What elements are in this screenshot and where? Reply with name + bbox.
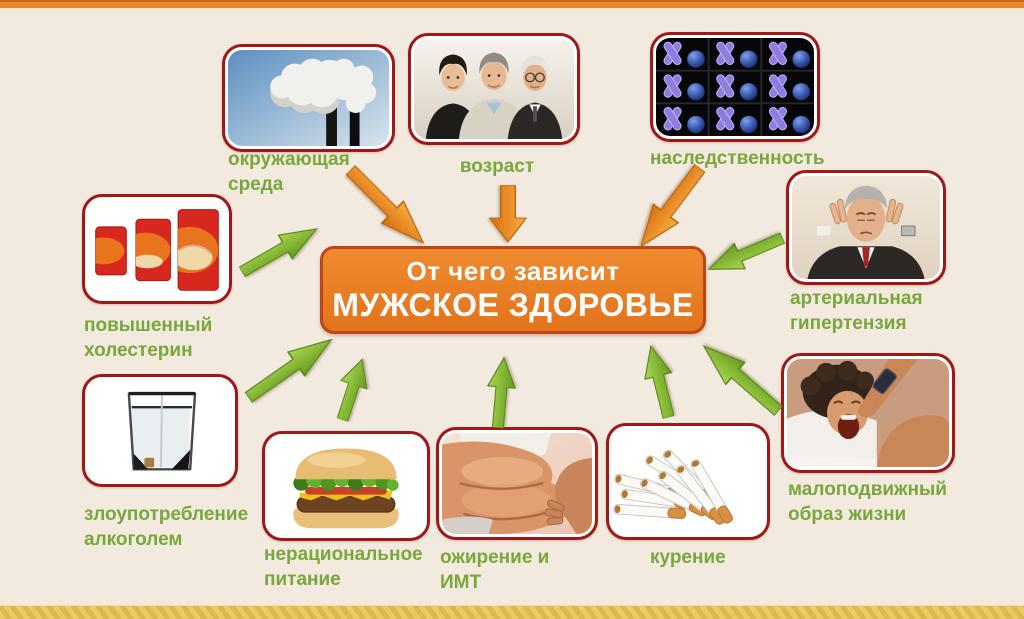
title-line-2: МУЖСКОЕ ЗДОРОВЬЕ bbox=[332, 287, 694, 323]
factor-card-obesity bbox=[436, 427, 598, 540]
hamburger-image bbox=[268, 437, 424, 535]
arrow-obesity bbox=[486, 356, 516, 429]
top-decorative-strip bbox=[0, 0, 1024, 8]
arrow-sedentary bbox=[702, 345, 784, 417]
title-line-1: От чего зависит bbox=[406, 256, 620, 286]
glass-of-alcohol-image bbox=[88, 380, 232, 481]
factor-label-obesity: ожирение и ИМТ bbox=[440, 547, 550, 593]
factor-label-sedentary: малоподвижный образ жизни bbox=[788, 479, 947, 525]
factor-label-age: возраст bbox=[459, 156, 535, 177]
man-holding-temples-image bbox=[792, 176, 940, 279]
arrow-cholesterol bbox=[238, 228, 318, 278]
arrow-heredity bbox=[640, 163, 706, 248]
factor-card-heredity bbox=[650, 32, 820, 142]
factor-label-alcohol: злоупотребление алкоголем bbox=[84, 504, 249, 550]
factor-card-environment bbox=[222, 44, 395, 152]
factor-card-nutrition bbox=[262, 431, 430, 541]
factor-card-age bbox=[408, 33, 580, 145]
arrow-hypertension bbox=[707, 232, 786, 270]
factor-label-hypertension: артериальная гипертензия bbox=[790, 288, 923, 334]
factor-card-cholesterol bbox=[82, 194, 232, 304]
smokestacks-image bbox=[228, 50, 389, 146]
factor-label-nutrition: нерациональное питание bbox=[264, 544, 423, 590]
arrow-nutrition bbox=[336, 358, 368, 423]
factor-card-smoking bbox=[606, 423, 770, 540]
arrow-age bbox=[488, 185, 528, 243]
factor-label-environment: окружающая среда bbox=[228, 149, 350, 195]
chromosomes-image bbox=[656, 38, 814, 136]
factor-card-sedentary bbox=[781, 353, 955, 473]
factor-label-smoking: курение bbox=[650, 547, 726, 568]
central-title-box: От чего зависит МУЖСКОЕ ЗДОРОВЬЕ bbox=[320, 246, 706, 334]
cigarettes-image bbox=[612, 429, 764, 534]
factor-card-hypertension bbox=[786, 170, 946, 285]
arrow-smoking bbox=[644, 344, 675, 420]
yawning-man-in-bed-image bbox=[787, 359, 949, 467]
factor-label-cholesterol: повышенный холестерин bbox=[84, 315, 213, 361]
arrow-alcohol bbox=[244, 338, 333, 404]
bottom-decorative-strip bbox=[0, 605, 1024, 619]
three-generations-men-image bbox=[414, 39, 574, 139]
arrow-environment bbox=[345, 164, 425, 244]
factor-label-heredity: наследственность bbox=[650, 148, 825, 169]
artery-cross-sections-image bbox=[88, 200, 226, 298]
factor-card-alcohol bbox=[82, 374, 238, 487]
overweight-belly-image bbox=[442, 433, 592, 534]
